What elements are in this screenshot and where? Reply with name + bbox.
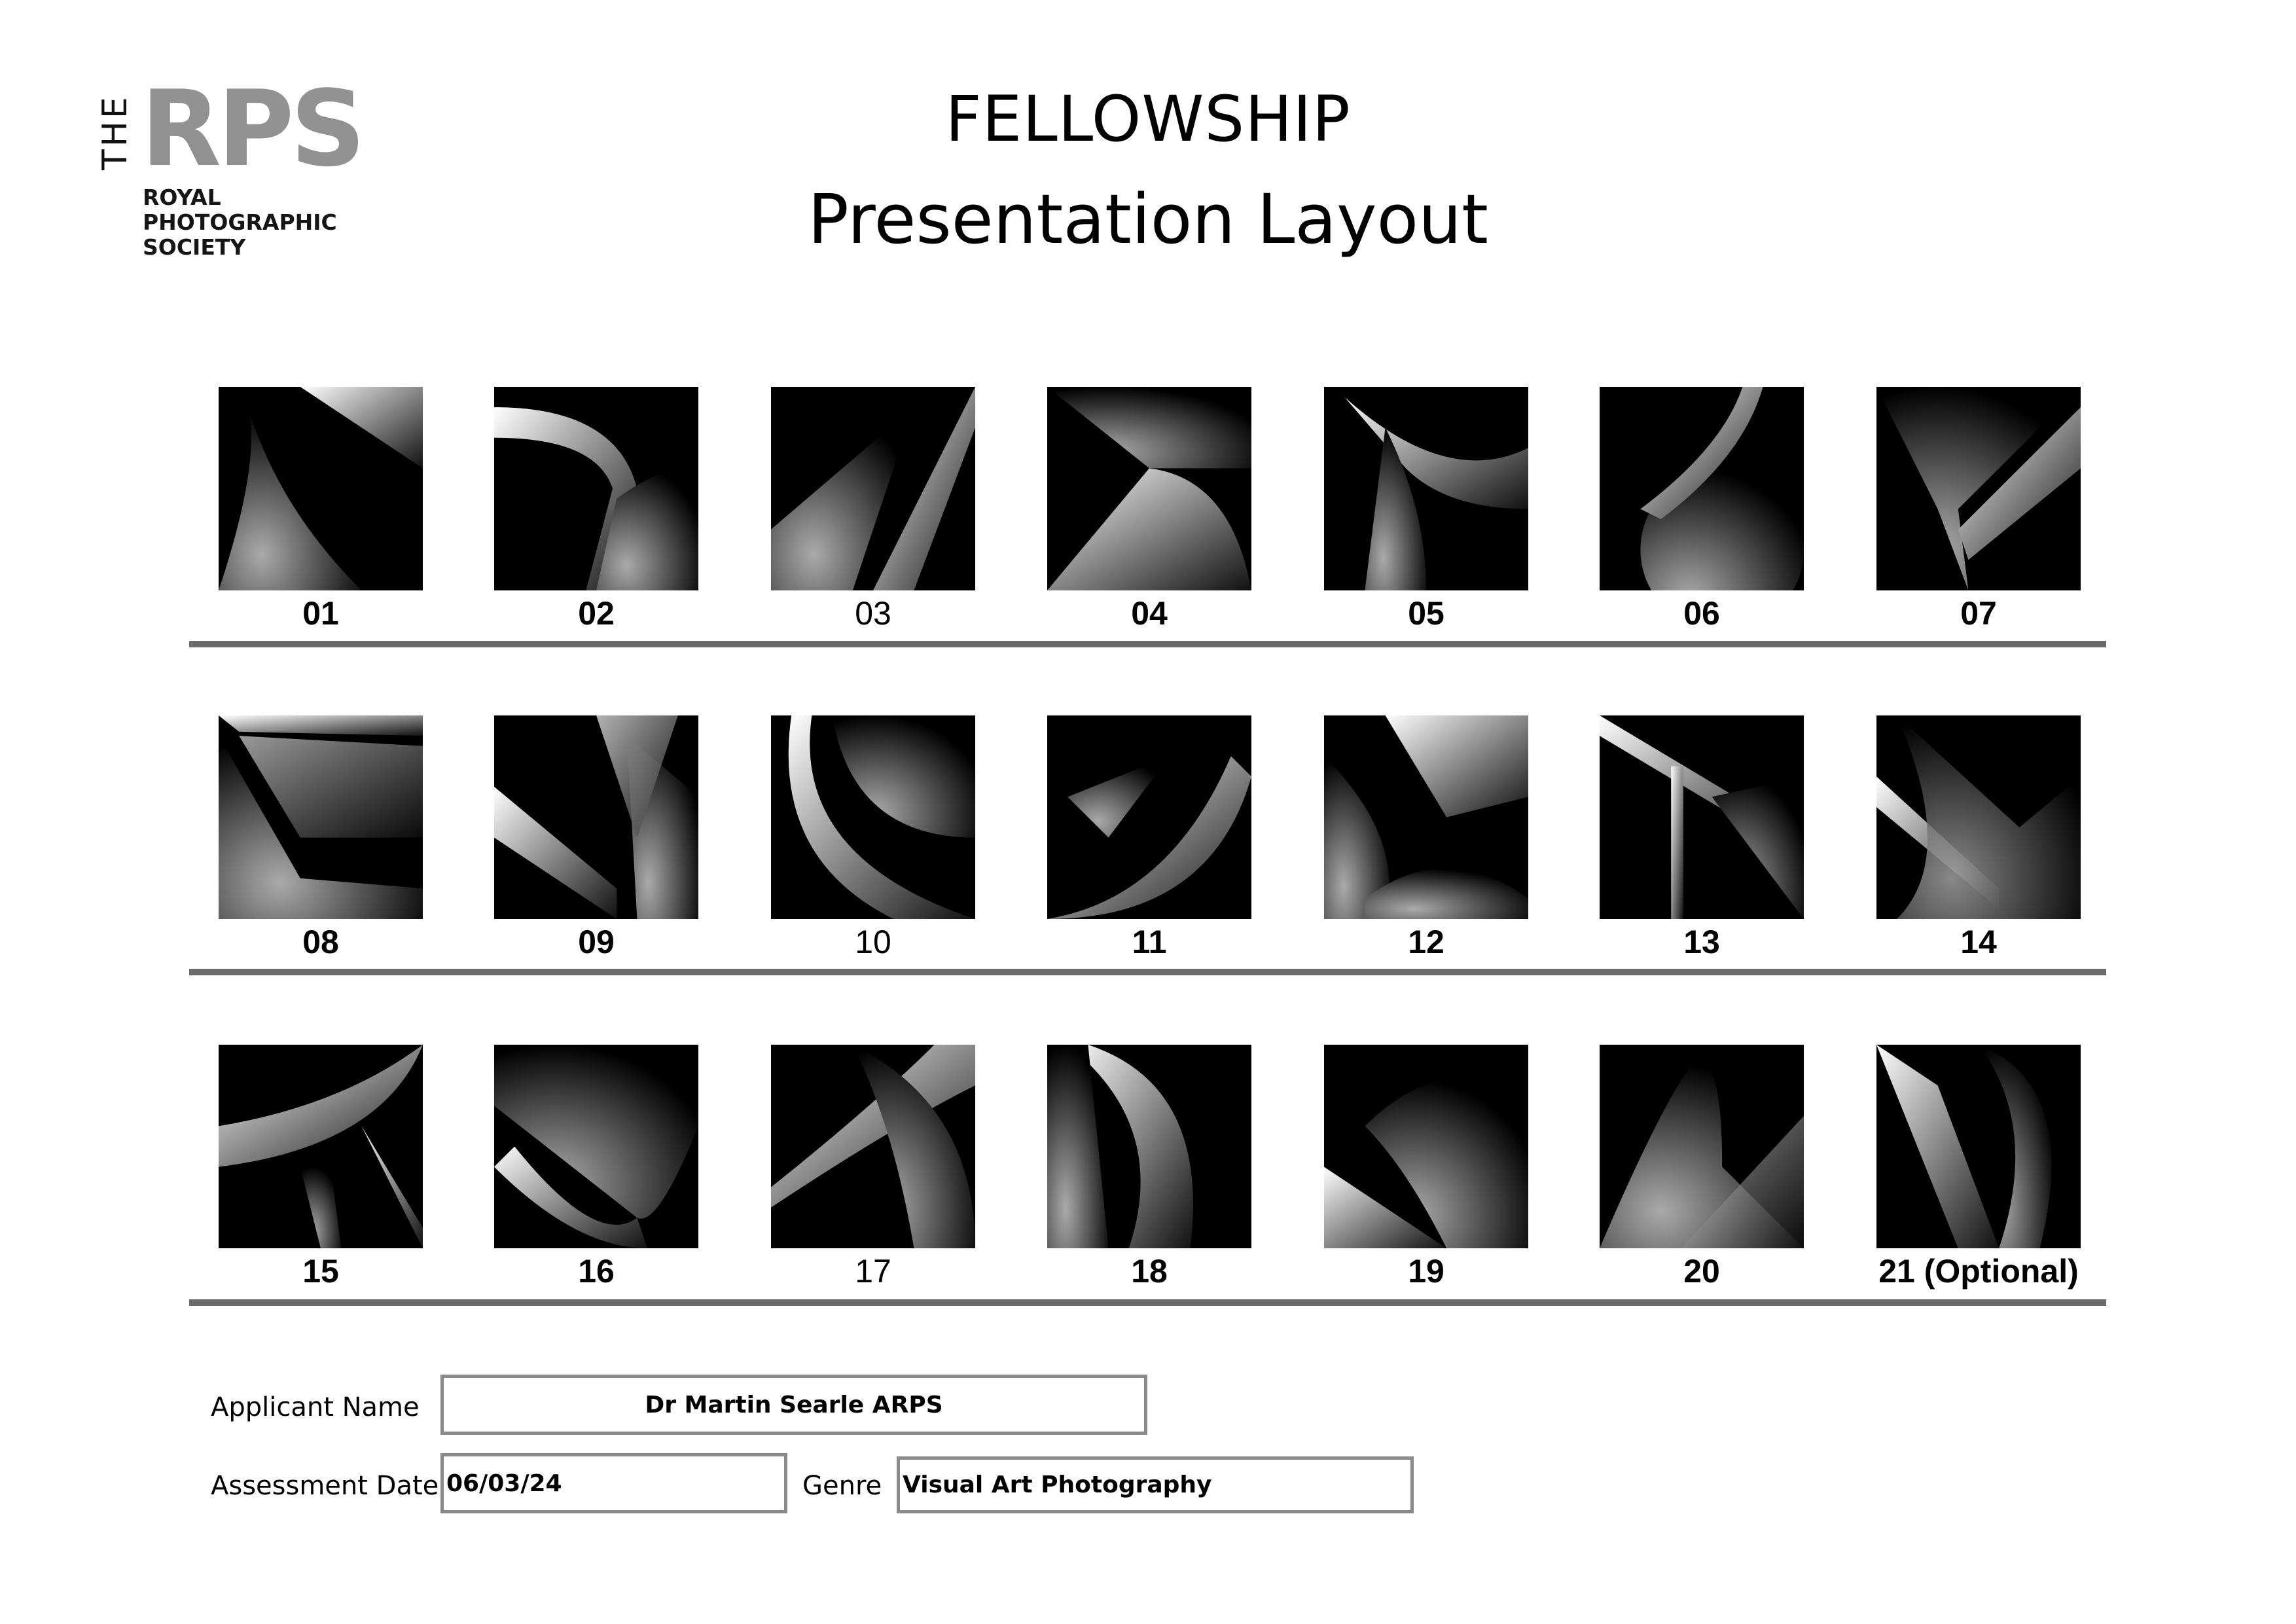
photo-thumbnail	[494, 387, 698, 590]
photo-number-label: 21 (Optional)	[1878, 1253, 2079, 1290]
photo-thumbnail	[1600, 387, 1804, 590]
photo-thumbnail	[494, 1045, 698, 1248]
logo-line-photographic: PHOTOGRAPHIC	[143, 209, 337, 235]
logo-line-society: SOCIETY	[143, 234, 246, 260]
page-subtitle: Presentation Layout	[808, 179, 1488, 259]
photo-thumbnail	[1324, 387, 1528, 590]
photo-thumbnail	[219, 387, 423, 590]
photo-number-label: 18	[1131, 1253, 1168, 1290]
photo-thumbnail	[1047, 1045, 1251, 1248]
photo-thumbnail	[771, 715, 975, 919]
photo-number-label: 02	[578, 595, 615, 632]
photo-thumbnail	[1600, 1045, 1804, 1248]
photo-number-label: 09	[578, 924, 615, 960]
photo-number-label: 19	[1408, 1253, 1444, 1290]
logo-rps: RPS	[141, 67, 366, 190]
page-title: FELLOWSHIP	[945, 82, 1351, 156]
photo-thumbnail	[771, 1045, 975, 1248]
photo-number-label: 04	[1131, 595, 1168, 632]
photo-thumbnail	[1600, 715, 1804, 919]
applicant-name-field[interactable]: Dr Martin Searle ARPS	[440, 1375, 1147, 1435]
photo-thumbnail	[1876, 715, 2081, 919]
photo-number-label: 01	[302, 595, 339, 632]
photo-number-label: 05	[1408, 595, 1444, 632]
photo-thumbnail	[771, 387, 975, 590]
photo-thumbnail	[1876, 1045, 2081, 1248]
photo-thumbnail	[494, 715, 698, 919]
photo-thumbnail	[219, 1045, 423, 1248]
row-divider-3	[189, 1299, 2106, 1306]
photo-number-label: 15	[302, 1253, 339, 1290]
photo-thumbnail	[1047, 387, 1251, 590]
photo-number-label: 12	[1408, 924, 1444, 960]
photo-number-label: 03	[855, 595, 891, 632]
assessment-date-field[interactable]: 06/03/24	[440, 1453, 787, 1513]
assessment-date-label: Assessment Date	[211, 1471, 439, 1501]
photo-number-label: 20	[1683, 1253, 1720, 1290]
photo-number-label: 06	[1683, 595, 1720, 632]
photo-number-label: 10	[855, 924, 891, 960]
logo-society-name: ROYAL PHOTOGRAPHIC SOCIETY	[143, 185, 337, 260]
photo-number-label: 16	[578, 1253, 615, 1290]
photo-thumbnail	[1047, 715, 1251, 919]
photo-thumbnail	[1876, 387, 2081, 590]
photo-number-label: 17	[855, 1253, 891, 1290]
photo-number-label: 08	[302, 924, 339, 960]
photo-number-label: 11	[1132, 924, 1167, 960]
photo-number-label: 14	[1960, 924, 1997, 960]
photo-thumbnail	[219, 715, 423, 919]
photo-thumbnail	[1324, 1045, 1528, 1248]
photo-thumbnail	[1324, 715, 1528, 919]
genre-field[interactable]: Visual Art Photography	[897, 1456, 1414, 1513]
photo-number-label: 13	[1683, 924, 1720, 960]
photo-number-label: 07	[1960, 595, 1997, 632]
genre-label: Genre	[802, 1471, 882, 1501]
logo-line-royal: ROYAL	[143, 185, 221, 210]
applicant-name-label: Applicant Name	[211, 1392, 420, 1422]
row-divider-1	[189, 641, 2106, 647]
row-divider-2	[189, 969, 2106, 975]
